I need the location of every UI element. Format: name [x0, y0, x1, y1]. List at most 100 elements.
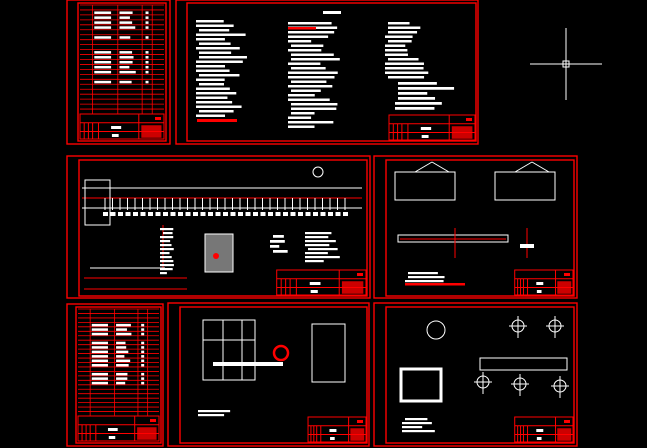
- text-line: [398, 87, 455, 90]
- table-cell-text: [119, 80, 132, 84]
- manhole-center: [213, 253, 219, 259]
- text-line: [288, 62, 321, 65]
- text-line: [305, 260, 324, 263]
- table-cell-text: [141, 341, 145, 345]
- post-label: [260, 212, 266, 216]
- text-line: [288, 31, 335, 34]
- text-line: [288, 121, 334, 124]
- post-label: [290, 212, 296, 216]
- text-line: [291, 103, 338, 106]
- post-label: [275, 212, 281, 216]
- text-line: [398, 82, 437, 85]
- post-label: [335, 212, 341, 216]
- text-line: [305, 232, 332, 235]
- table-cell-text: [145, 65, 149, 69]
- title-block: [307, 416, 367, 443]
- post-label: [103, 212, 108, 216]
- title-text: [536, 282, 544, 285]
- table-cell-text: [91, 350, 108, 354]
- post-label: [193, 212, 198, 216]
- table-cell-text: [116, 359, 131, 363]
- text-line: [198, 414, 225, 417]
- table-cell-text: [119, 61, 133, 64]
- post-label: [163, 212, 168, 216]
- post-label: [320, 212, 326, 216]
- table-cell-text: [141, 350, 145, 354]
- text-line: [199, 51, 232, 54]
- text-line: [196, 87, 230, 90]
- post-label: [125, 212, 131, 216]
- text-line: [160, 228, 174, 231]
- title-text: [421, 135, 429, 138]
- text-line: [199, 83, 224, 86]
- table-cell-text: [91, 377, 108, 380]
- sheet-outer-frame: [373, 302, 578, 447]
- drawing-sheets: [66, 0, 578, 447]
- sheet-inner-frame: [385, 306, 575, 444]
- text-line: [196, 33, 246, 36]
- title-block: [276, 269, 367, 296]
- table-cell-text: [91, 346, 108, 349]
- sheet-outer-frame: [66, 0, 171, 145]
- sheet-number: [564, 420, 570, 423]
- pipe: [213, 362, 283, 366]
- text-line: [288, 94, 315, 97]
- table-cell-text: [94, 21, 112, 24]
- table-cell-text: [141, 323, 145, 327]
- table-cell-text: [116, 377, 128, 380]
- table-cell-text: [116, 355, 125, 358]
- text-line: [288, 125, 315, 128]
- text-line: [402, 430, 435, 433]
- text-line: [160, 240, 171, 243]
- sheet-number-grid: [451, 126, 473, 139]
- text-line: [196, 47, 240, 50]
- post-label: [328, 212, 333, 216]
- red-note: [197, 119, 237, 122]
- text-line: [196, 20, 224, 23]
- notes-title: [323, 11, 341, 14]
- post-label: [215, 212, 221, 216]
- text-line: [288, 85, 333, 88]
- text-line: [196, 38, 225, 41]
- post-label: [185, 212, 191, 216]
- post-label: [283, 212, 288, 216]
- sheet-number-grid: [557, 428, 572, 441]
- table-cell-text: [91, 332, 108, 336]
- table-cell-text: [141, 332, 145, 336]
- text-line: [388, 40, 412, 43]
- drawing-sheet-6: [167, 302, 370, 447]
- table-cell-text: [91, 323, 108, 327]
- table-cell-text: [116, 346, 127, 349]
- text-line: [196, 96, 228, 99]
- sheet-outer-frame: [167, 302, 370, 447]
- table-cell-text: [141, 372, 145, 376]
- post-label: [253, 212, 258, 216]
- text-line: [291, 80, 327, 83]
- table-cell-text: [91, 328, 108, 331]
- table-cell-text: [141, 346, 145, 349]
- table-cell-text: [145, 80, 149, 84]
- text-line: [288, 71, 338, 74]
- title-block: [77, 415, 160, 442]
- sheet-outer-frame: [175, 0, 479, 145]
- table-cell-text: [141, 381, 145, 385]
- sheet-number-grid: [341, 281, 364, 294]
- text-line: [291, 53, 334, 56]
- cross-section: [494, 171, 556, 201]
- table-cell-text: [91, 372, 108, 376]
- node-detail: [426, 320, 446, 340]
- text-line: [398, 97, 436, 100]
- post-label: [178, 212, 183, 216]
- text-line: [405, 280, 444, 283]
- sheet-inner-frame: [75, 306, 162, 444]
- table-cell-text: [94, 70, 112, 74]
- text-line: [273, 250, 288, 253]
- table-cell-text: [116, 381, 126, 385]
- title-block: [514, 416, 574, 443]
- text-line: [160, 244, 172, 247]
- text-line: [270, 240, 285, 243]
- sheet-number-grid: [137, 427, 157, 440]
- sheet-number-grid: [350, 428, 365, 441]
- sheet-number-grid: [557, 281, 572, 294]
